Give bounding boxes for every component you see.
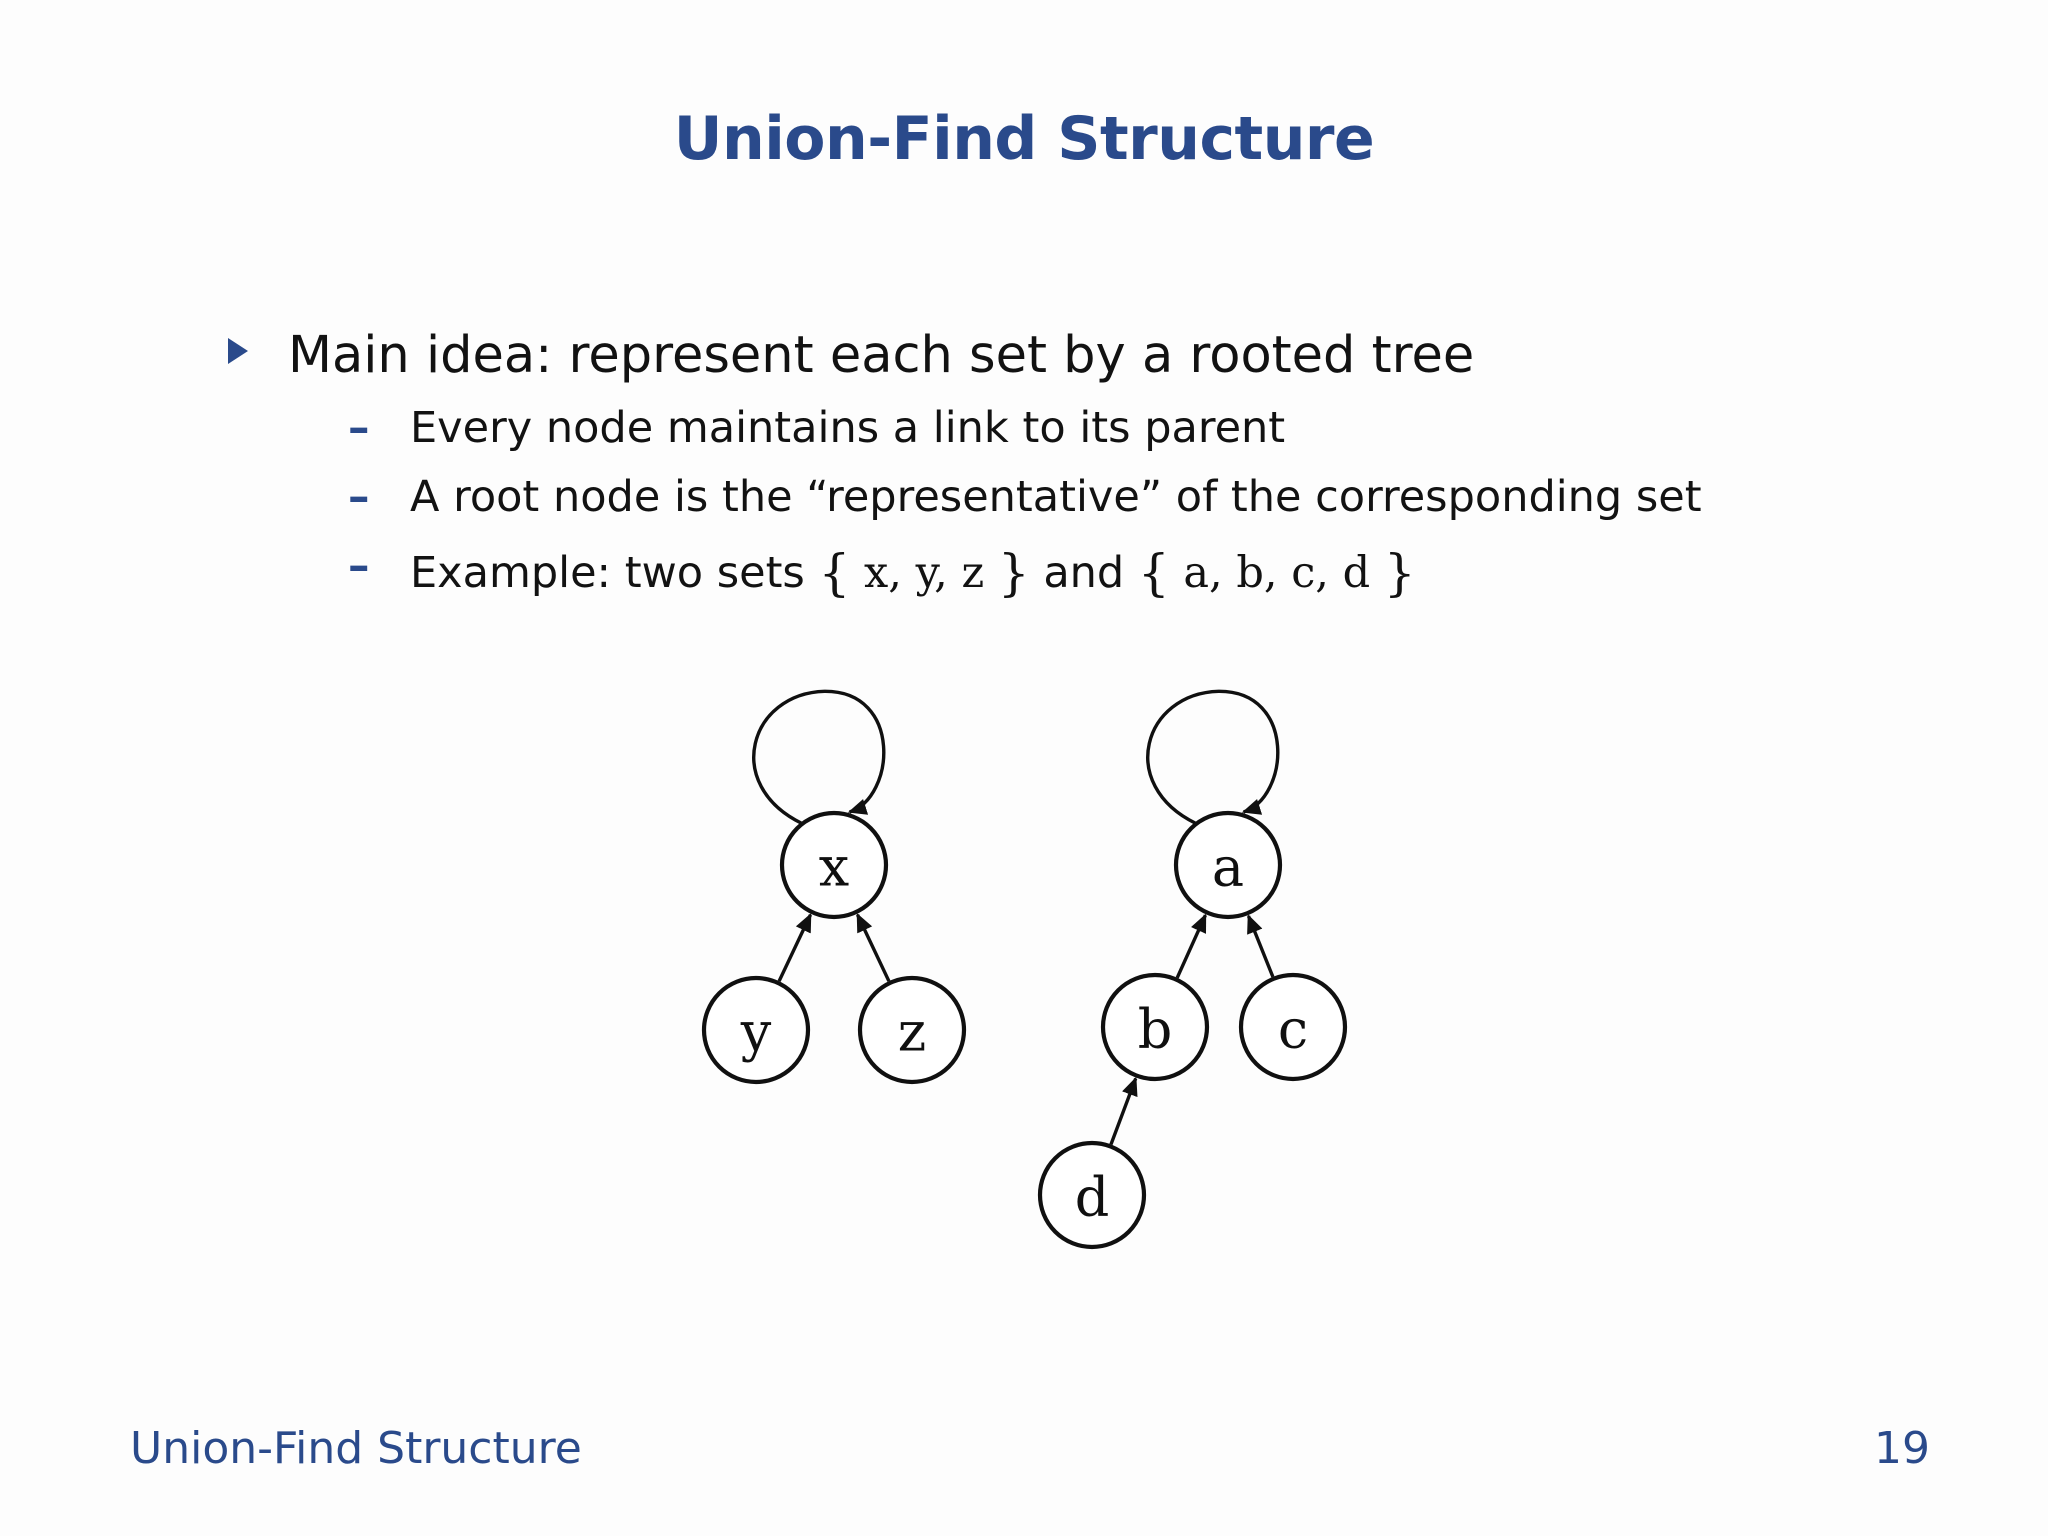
set1-elements: x, y, z xyxy=(863,548,985,598)
node-a: a xyxy=(1173,810,1283,920)
sub-bullet-3-prefix: Example: two sets xyxy=(410,548,819,598)
edge-y-to-x xyxy=(777,913,813,982)
node-circle-x xyxy=(779,810,889,920)
set1-open-brace: { xyxy=(818,544,851,602)
edge-b-to-a xyxy=(1175,913,1207,979)
diagram-edges xyxy=(777,913,1275,1146)
node-label-c: c xyxy=(1278,998,1308,1061)
page-title: Union-Find Structure xyxy=(673,104,1375,174)
node-circle-b xyxy=(1100,972,1210,1082)
slide-body: Main idea: represent each set by a roote… xyxy=(0,330,2048,621)
bullet-main: Main idea: represent each set by a roote… xyxy=(0,330,2048,381)
diagram-nodes: x y z a b c d xyxy=(701,810,1348,1250)
node-c: c xyxy=(1238,972,1348,1082)
edge-c-to-a xyxy=(1246,914,1275,978)
dash-icon: – xyxy=(348,403,370,453)
node-label-y: y xyxy=(740,1001,772,1064)
edge-z-to-x xyxy=(855,913,891,982)
node-circle-a xyxy=(1173,810,1283,920)
node-b: b xyxy=(1100,972,1210,1082)
self-loop-x xyxy=(752,689,886,825)
set2-open-brace: { xyxy=(1137,544,1170,602)
node-label-b: b xyxy=(1138,998,1173,1061)
set1-close-brace: } xyxy=(997,544,1030,602)
sub-bullet-3: – Example: two sets { x, y, z } and { a,… xyxy=(0,541,2048,599)
dash-icon: – xyxy=(348,472,370,522)
node-x: x xyxy=(779,810,889,920)
node-circle-c xyxy=(1238,972,1348,1082)
diagram-self-loops xyxy=(752,689,1280,825)
sub-bullet-1: – Every node maintains a link to its par… xyxy=(0,407,2048,450)
node-label-z: z xyxy=(898,1001,926,1064)
node-d: d xyxy=(1037,1140,1147,1250)
node-label-d: d xyxy=(1075,1166,1110,1229)
node-label-a: a xyxy=(1212,836,1244,899)
triangle-right-icon xyxy=(228,338,248,364)
sub-bullet-2-label: A root node is the “representative” of t… xyxy=(410,472,1702,522)
footer-page-number: 19 xyxy=(1874,1423,1930,1474)
sub-bullet-2: – A root node is the “representative” of… xyxy=(0,476,2048,519)
set2-close-brace: } xyxy=(1383,544,1416,602)
sub-bullet-list: – Every node maintains a link to its par… xyxy=(0,407,2048,599)
footer-title: Union-Find Structure xyxy=(130,1423,582,1474)
self-loop-a xyxy=(1146,689,1280,825)
node-z: z xyxy=(857,975,967,1085)
edge-d-to-b xyxy=(1109,1076,1138,1146)
sub-bullet-1-label: Every node maintains a link to its paren… xyxy=(410,403,1286,453)
sub-bullet-3-middle: and xyxy=(1043,548,1138,598)
node-y: y xyxy=(701,975,811,1085)
node-circle-y xyxy=(701,975,811,1085)
node-circle-d xyxy=(1037,1140,1147,1250)
node-circle-z xyxy=(857,975,967,1085)
set2-elements: a, b, c, d xyxy=(1183,548,1371,598)
dash-icon: – xyxy=(348,541,370,591)
bullet-main-label: Main idea: represent each set by a roote… xyxy=(288,326,1475,385)
node-label-x: x xyxy=(819,836,849,899)
